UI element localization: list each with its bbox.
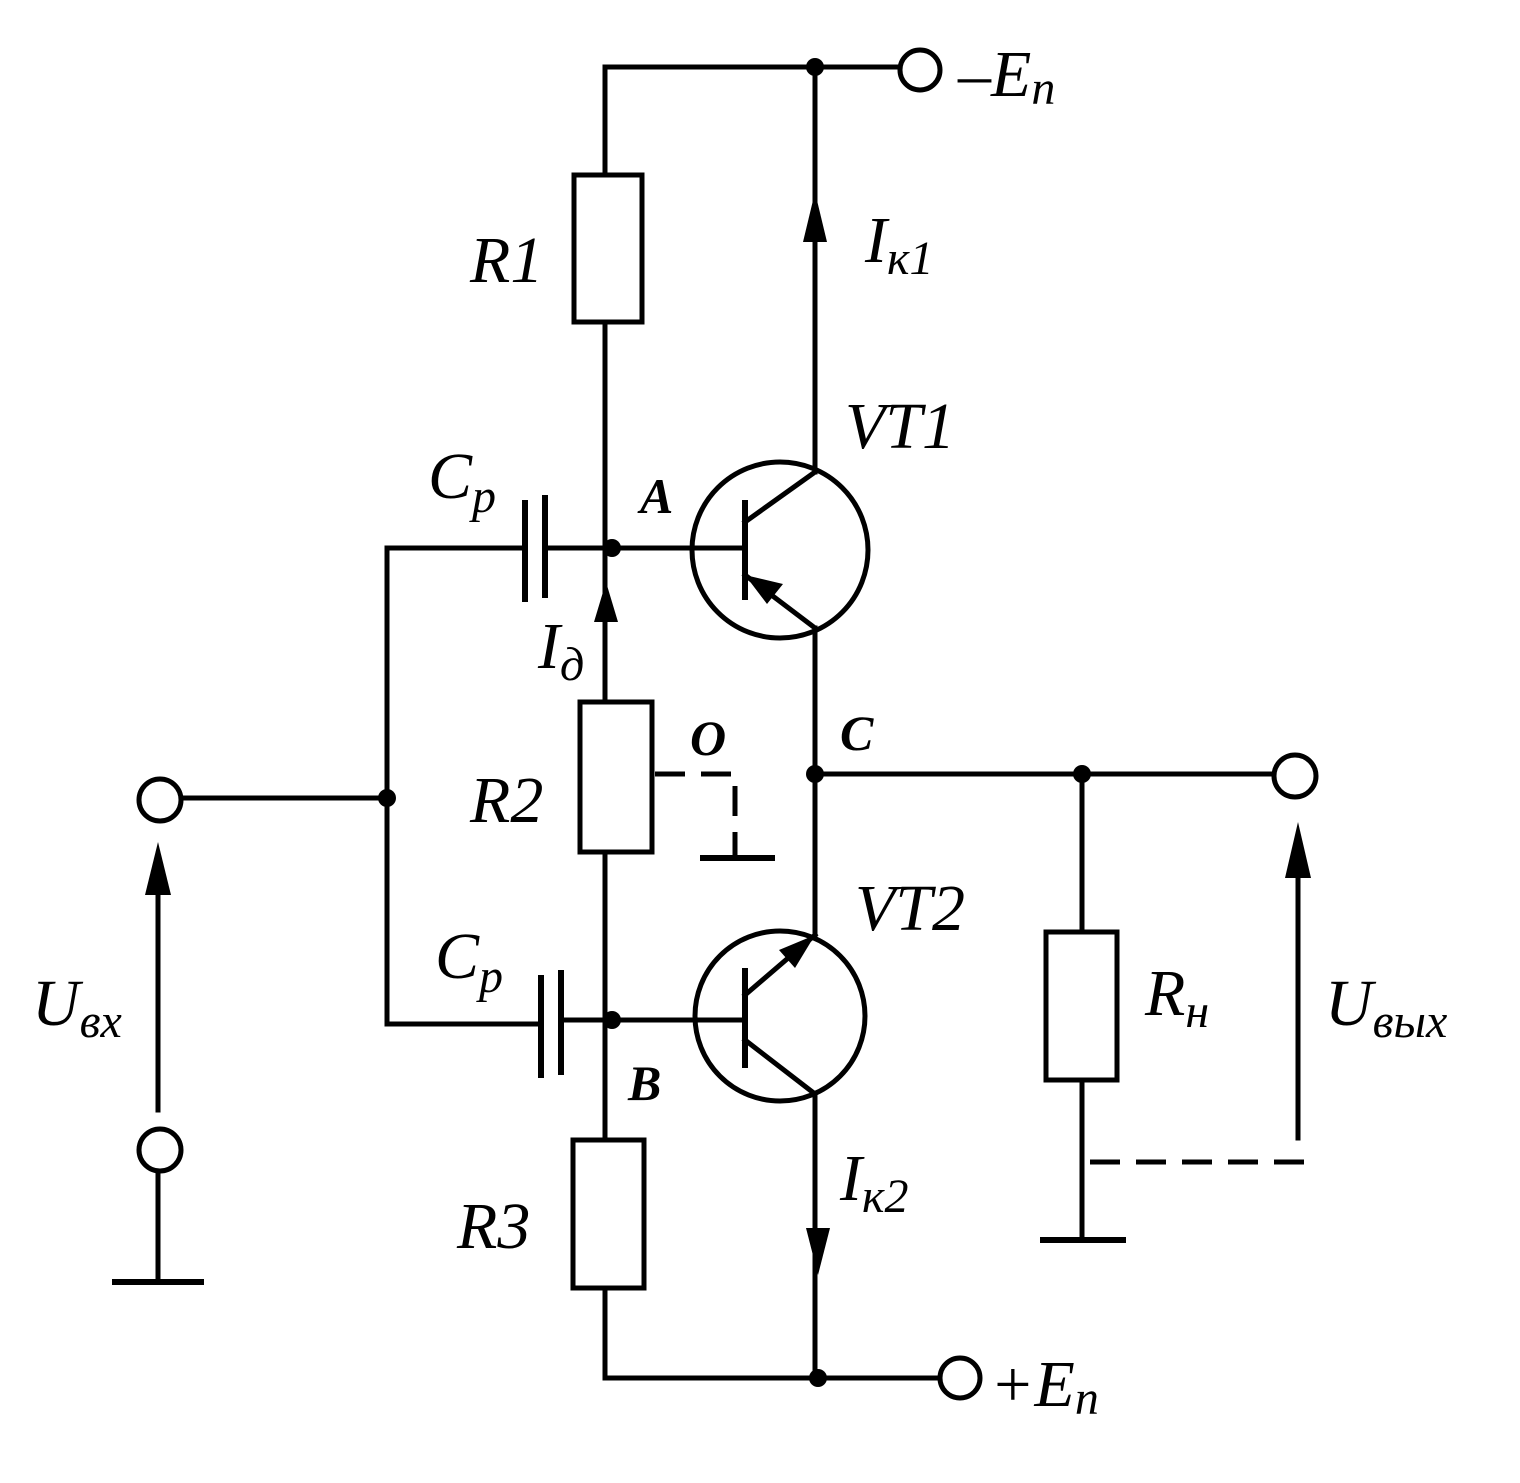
vt1-emitter-arrow-icon: [745, 575, 783, 604]
resistor-r1: [571, 172, 645, 325]
label-cp-bottom: Cp: [435, 920, 503, 1003]
label-cp-top: Cp: [428, 440, 496, 523]
label-id: Iд: [537, 610, 584, 691]
resistor-r3: [570, 1137, 647, 1291]
resistor-r2: [577, 699, 655, 855]
label-vt2: VT2: [855, 872, 965, 945]
label-r2: R2: [469, 764, 543, 837]
resistor-rn: [1043, 929, 1120, 1083]
label-node-c: C: [840, 705, 874, 761]
junction-input: [378, 789, 396, 807]
label-ik2: Iк2: [839, 1142, 908, 1223]
junction-a: [603, 539, 621, 557]
label-rn: Rн: [1144, 957, 1209, 1038]
capacitor-cp-top: [522, 495, 548, 602]
junction-bottom-rail: [809, 1369, 827, 1387]
label-node-a: A: [637, 468, 673, 524]
arrow-ik1-icon: [803, 192, 827, 242]
arrow-uout-icon: [1285, 822, 1311, 878]
label-uout: Uвых: [1325, 967, 1447, 1048]
label-ik1: Iк1: [864, 204, 933, 285]
junction-top-rail: [806, 58, 824, 76]
label-uin: Uвх: [32, 967, 122, 1048]
label-node-b: B: [627, 1055, 661, 1111]
terminal-input-top: [136, 776, 184, 824]
label-supply-pos: +En: [990, 1348, 1099, 1425]
terminal-supply-neg: [897, 47, 943, 93]
junction-b: [603, 1011, 621, 1029]
label-supply-neg: –En: [957, 38, 1055, 115]
junction-output: [1073, 765, 1091, 783]
arrow-ik2-icon: [806, 1228, 830, 1275]
terminal-output: [1271, 752, 1319, 800]
capacitor-cp-bottom: [538, 970, 564, 1078]
label-vt1: VT1: [845, 390, 955, 463]
junction-c: [806, 765, 824, 783]
arrow-uin-icon: [145, 842, 171, 895]
vt2-emitter-arrow-icon: [779, 935, 815, 968]
transistor-vt1: [689, 459, 871, 641]
label-r1: R1: [469, 224, 543, 297]
terminal-input-bottom: [136, 1126, 184, 1174]
terminal-supply-pos: [937, 1355, 983, 1401]
dashed-r2-tap: [655, 771, 738, 858]
wire-r3-bottom: [602, 1285, 943, 1381]
arrow-id-icon: [594, 582, 618, 622]
wires: [112, 64, 1310, 1381]
transistor-vt2: [692, 928, 868, 1104]
label-node-o: O: [690, 710, 726, 766]
label-r3: R3: [456, 1190, 530, 1263]
